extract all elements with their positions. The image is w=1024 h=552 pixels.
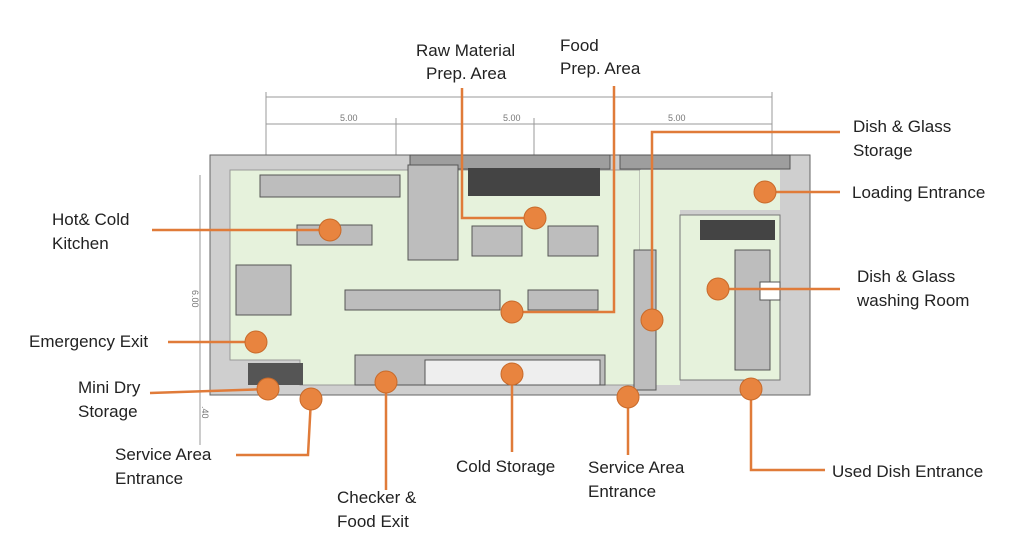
label-loading: Loading Entrance: [852, 183, 985, 202]
label-service-left-2: Entrance: [115, 469, 183, 488]
marker-used-dish: [739, 377, 763, 401]
label-washing: Dish & Glass: [857, 267, 955, 286]
label-hot-cold: Hot& Cold: [52, 210, 129, 229]
dimension-label: 5.00: [340, 113, 358, 123]
dimension-label: 5.00: [668, 113, 686, 123]
label-dish-storage: Dish & Glass: [853, 117, 951, 136]
dimension-lines: [199, 92, 773, 445]
dimension-label: 5.00: [503, 113, 521, 123]
label-raw-material: Raw Material: [416, 41, 515, 60]
label-mini-dry-2: Storage: [78, 402, 138, 421]
area-markers: [244, 180, 777, 411]
dimension-label: 6.00: [190, 290, 200, 308]
label-used-dish: Used Dish Entrance: [832, 462, 983, 481]
label-mini-dry: Mini Dry: [78, 378, 141, 397]
marker-raw-material: [523, 206, 547, 230]
marker-emergency: [244, 330, 268, 354]
dimension-label: .40: [200, 406, 210, 419]
label-dish-storage-2: Storage: [853, 141, 913, 160]
marker-checker: [374, 370, 398, 394]
label-cold: Cold Storage: [456, 457, 555, 476]
marker-service-left: [299, 387, 323, 411]
label-raw-material-2: Prep. Area: [426, 64, 507, 83]
marker-dish-storage: [640, 308, 664, 332]
marker-hot-cold: [318, 218, 342, 242]
label-checker: Checker &: [337, 488, 417, 507]
label-hot-cold-2: Kitchen: [52, 234, 109, 253]
label-washing-2: washing Room: [856, 291, 969, 310]
label-service-left: Service Area: [115, 445, 212, 464]
label-service-right: Service Area: [588, 458, 685, 477]
marker-mini-dry: [256, 377, 280, 401]
label-service-right-2: Entrance: [588, 482, 656, 501]
marker-loading: [753, 180, 777, 204]
floor-plan: [209, 154, 811, 396]
marker-washing: [706, 277, 730, 301]
marker-food-prep: [500, 300, 524, 324]
label-emergency: Emergency Exit: [29, 332, 148, 351]
marker-service-right: [616, 385, 640, 409]
labels: Raw Material Prep. Area Food Prep. Area …: [29, 36, 985, 531]
label-checker-2: Food Exit: [337, 512, 409, 531]
leader-lines: [149, 86, 840, 490]
label-food-prep: Food: [560, 36, 599, 55]
marker-cold: [500, 362, 524, 386]
label-food-prep-2: Prep. Area: [560, 59, 641, 78]
